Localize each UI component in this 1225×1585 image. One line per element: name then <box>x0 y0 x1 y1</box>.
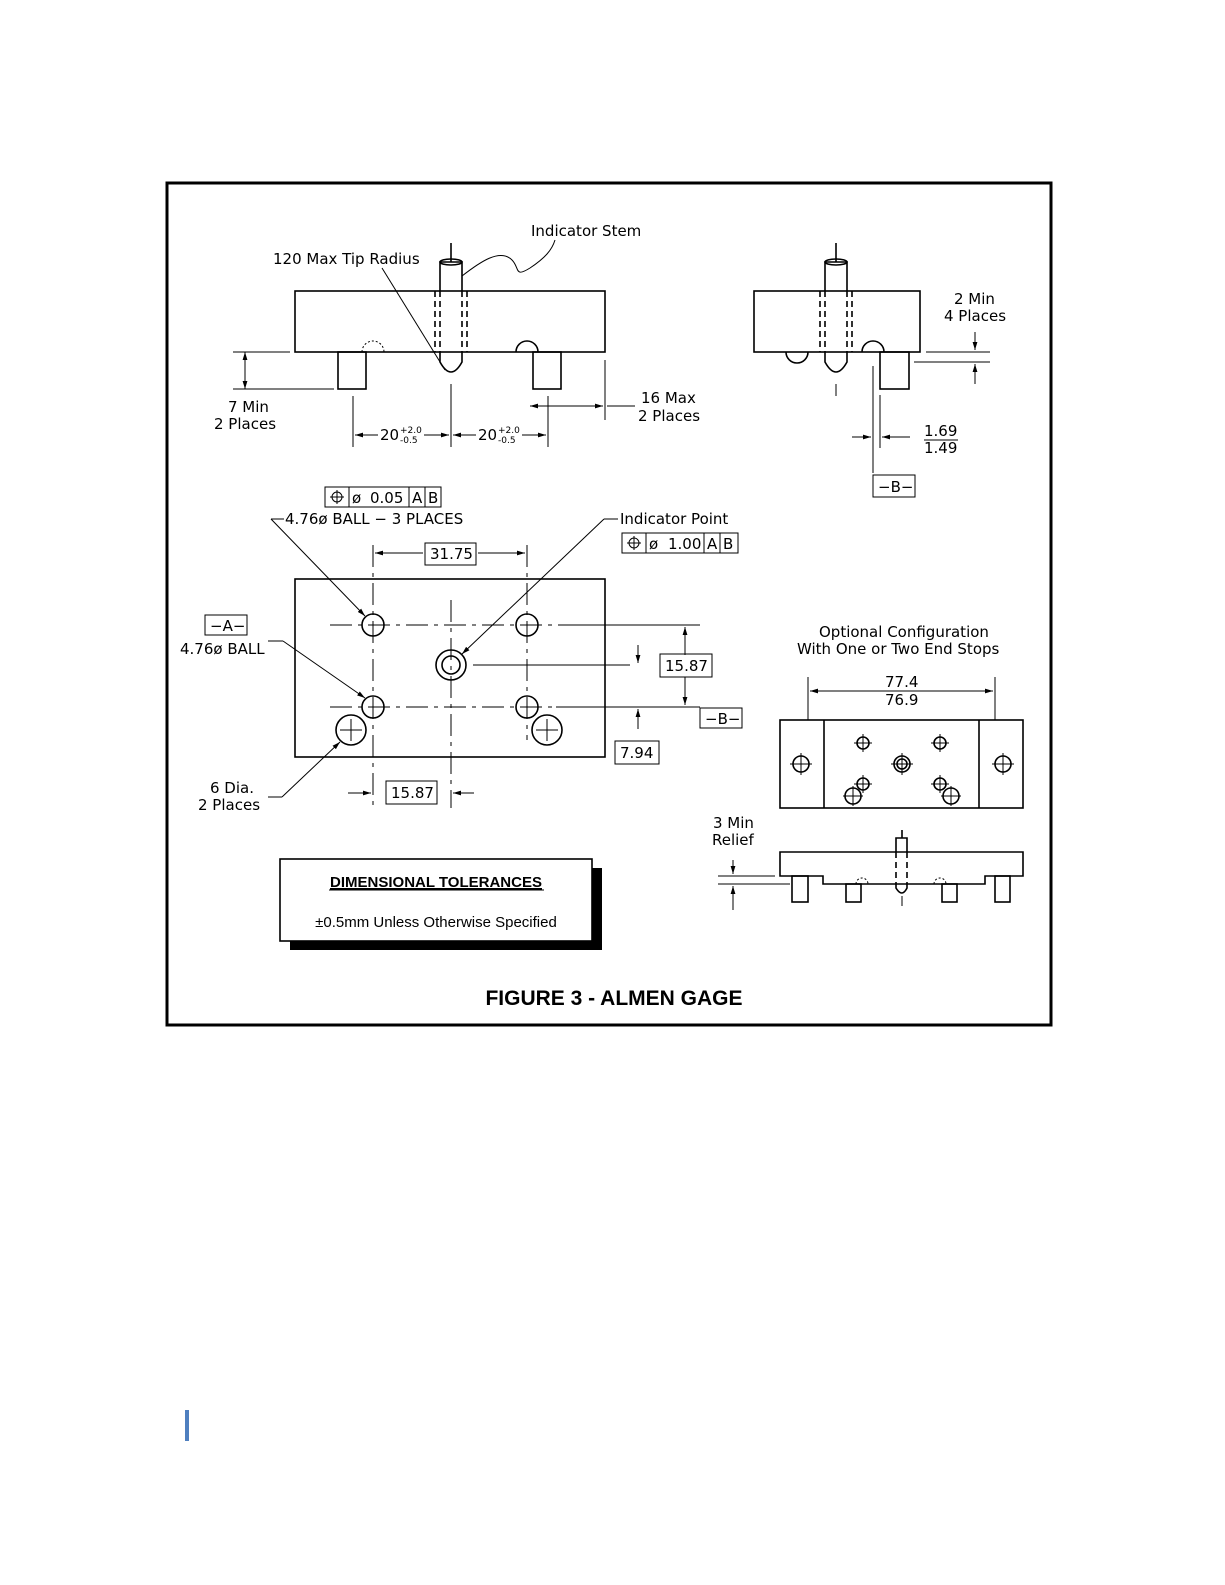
front-view: Indicator Stem 120 Max Tip Radius 7 Min … <box>214 222 700 447</box>
side-view-body <box>753 290 921 353</box>
datum-b: −B− <box>705 710 740 728</box>
fcf-point-ref-b: B <box>723 535 733 553</box>
hole-label-1: 6 Dia. <box>210 779 254 797</box>
top-view: ø 0.05 A B 4.76ø BALL − 3 PLACES Indicat… <box>180 486 743 814</box>
fcf-ball-ref-a: A <box>412 489 423 507</box>
min-height-label-1: 7 Min <box>228 398 269 416</box>
spacing-lower-tol-left: -0.5 <box>400 436 418 446</box>
figure-title: FIGURE 3 - ALMEN GAGE <box>485 987 742 1010</box>
ball-a-note: 4.76ø BALL <box>180 640 265 658</box>
datum-a: −A− <box>210 617 245 635</box>
side-min-label-1: 2 Min <box>954 290 995 308</box>
feature-control-frame-point: ø 1.00 A B <box>621 532 739 554</box>
hole-label-2: 2 Places <box>198 796 260 814</box>
mount-hole-right <box>531 714 563 746</box>
tolerance-box: DIMENSIONAL TOLERANCES ±0.5mm Unless Oth… <box>279 858 602 950</box>
side-min-label-2: 4 Places <box>944 307 1006 325</box>
side-datum-b: −B− <box>878 478 913 496</box>
dim-horizontal: 15.87 <box>391 784 434 802</box>
tolerance-heading: DIMENSIONAL TOLERANCES <box>330 874 542 891</box>
side-offset-lower: 1.49 <box>924 439 957 457</box>
indicator-point-label: Indicator Point <box>620 510 728 528</box>
dim-ball-spacing: 31.75 <box>430 545 473 563</box>
diameter-symbol-ball: ø <box>352 489 361 507</box>
indicator-stem-label: Indicator Stem <box>531 222 641 240</box>
spacing-upper-tol-left: +2.0 <box>400 426 422 436</box>
figure-frame <box>165 181 1053 1027</box>
ball-hole-bottom-right <box>515 695 539 719</box>
indicator-point-hole <box>435 649 467 681</box>
max-width-label-1: 16 Max <box>641 389 696 407</box>
feature-control-frame-ball: ø 0.05 A B <box>324 486 442 508</box>
side-view: 2 Min 4 Places 1.69 1.49 −B− <box>753 243 1006 498</box>
fcf-point-value: 1.00 <box>668 535 701 553</box>
side-offset-upper: 1.69 <box>924 422 957 440</box>
ball-note: 4.76ø BALL − 3 PLACES <box>285 510 463 528</box>
ball-hole-top-right <box>515 613 539 637</box>
optional-caption-1: Optional Configuration <box>819 623 989 641</box>
tolerance-note: ±0.5mm Unless Otherwise Specified <box>315 914 557 931</box>
optional-top-body <box>779 719 1024 809</box>
page-margin-bar <box>185 1410 189 1441</box>
ball-hole-top-left <box>361 613 385 637</box>
fcf-ball-ref-b: B <box>428 489 438 507</box>
min-height-label-2: 2 Places <box>214 415 276 433</box>
optional-length-upper: 77.4 <box>885 673 918 691</box>
relief-label-2: Relief <box>712 831 755 849</box>
max-width-label-2: 2 Places <box>638 407 700 425</box>
dim-offset: 7.94 <box>620 744 653 762</box>
top-view-body <box>294 578 606 758</box>
spacing-upper-tol-right: +2.0 <box>498 426 520 436</box>
optional-configuration: Optional Configuration With One or Two E… <box>712 623 1024 910</box>
fcf-point-ref-a: A <box>707 535 718 553</box>
ball-hole-bottom-left <box>361 695 385 719</box>
fcf-ball-value: 0.05 <box>370 489 403 507</box>
spacing-dim-left: 20 <box>380 426 399 444</box>
optional-caption-2: With One or Two End Stops <box>797 640 1000 658</box>
mount-hole-left <box>335 714 367 746</box>
tip-radius-label: 120 Max Tip Radius <box>273 250 420 268</box>
diameter-symbol-point: ø <box>649 535 658 553</box>
optional-length-lower: 76.9 <box>885 691 918 709</box>
spacing-dim-right: 20 <box>478 426 497 444</box>
spacing-lower-tol-right: -0.5 <box>498 436 516 446</box>
relief-label-1: 3 Min <box>713 814 754 832</box>
front-view-body <box>294 290 606 353</box>
optional-side-body <box>779 851 1024 885</box>
dim-vertical: 15.87 <box>665 657 708 675</box>
